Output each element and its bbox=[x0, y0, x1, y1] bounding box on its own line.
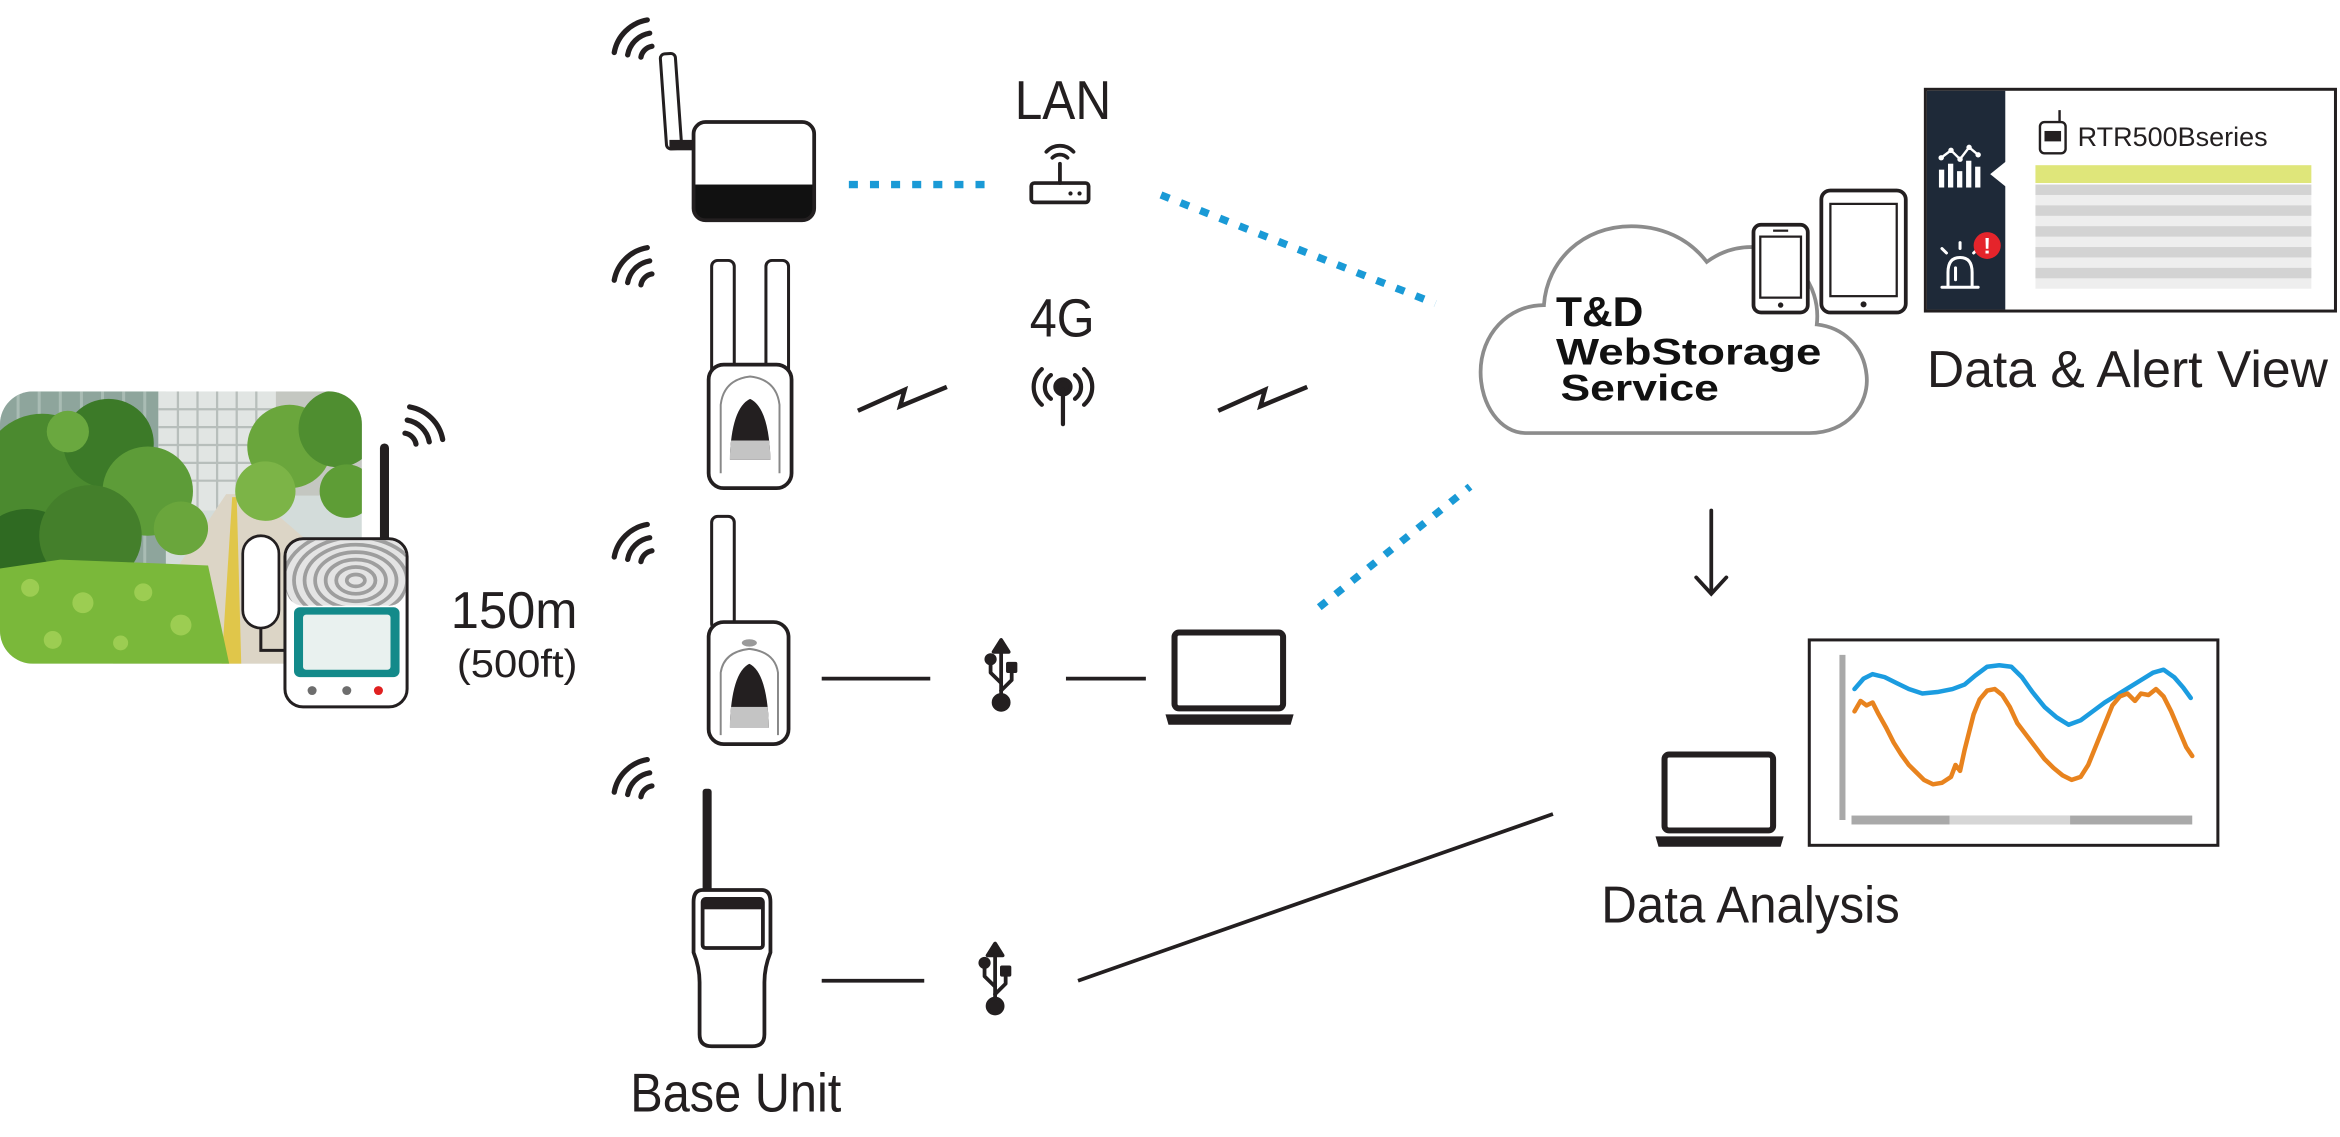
usb-icon bbox=[978, 941, 1012, 1016]
cellular-link-right bbox=[1217, 384, 1309, 413]
handheld-screen-band bbox=[702, 898, 763, 910]
lan-unit-antenna bbox=[658, 51, 684, 151]
cloud-title-line-1: T&D bbox=[1556, 288, 1643, 335]
app-device-name: RTR500Bseries bbox=[2078, 122, 2268, 152]
alert-badge bbox=[1973, 232, 2001, 259]
logger-button-right bbox=[373, 686, 383, 695]
tablet-home-button bbox=[1860, 301, 1867, 308]
laptop-screen bbox=[1171, 629, 1287, 712]
logger-button-center bbox=[342, 686, 352, 695]
smartphone-home-button bbox=[1777, 302, 1784, 308]
usb-unit-led bbox=[741, 639, 757, 647]
logger-fingerprint-pattern bbox=[286, 540, 406, 606]
tablet-screen bbox=[1829, 202, 1898, 298]
lan-unit-base bbox=[693, 184, 815, 221]
app-highlight-row bbox=[2035, 165, 2312, 184]
logger-probe-cable bbox=[259, 625, 288, 652]
analysis-graph-series-orange bbox=[1852, 686, 2195, 787]
base-unit-usb bbox=[706, 514, 791, 746]
photo-tactile-strip bbox=[221, 497, 242, 664]
app-list-row bbox=[2035, 267, 2312, 279]
analysis-laptop-base bbox=[1655, 836, 1784, 847]
app-list-row bbox=[2035, 184, 2312, 195]
app-list-row bbox=[2035, 226, 2312, 237]
logger-button-left bbox=[307, 686, 317, 695]
router-led bbox=[1068, 191, 1073, 196]
logger-antenna bbox=[379, 443, 389, 551]
router-icon bbox=[1029, 143, 1091, 205]
lan-unit-antenna-joint bbox=[669, 139, 697, 151]
4g-unit-antenna-left bbox=[710, 258, 736, 381]
4g-unit-antenna-right bbox=[764, 258, 791, 381]
lan-unit-outline bbox=[691, 120, 817, 223]
app-view-caption: Data & Alert View bbox=[1927, 341, 2328, 399]
photo-hedge-highlights bbox=[21, 578, 192, 651]
wifi-icon bbox=[611, 245, 655, 288]
usb-unit-cover-outline bbox=[719, 647, 779, 736]
app-sidebar bbox=[1926, 90, 2006, 310]
app-view-panel: ! RTR500Bseries bbox=[1923, 87, 2337, 313]
smartphone-body bbox=[1751, 222, 1810, 315]
tablet-body bbox=[1819, 188, 1908, 315]
app-sidebar-selection-pointer bbox=[1990, 160, 2007, 188]
photo-right-trees bbox=[235, 391, 362, 521]
base-unit-handheld bbox=[691, 788, 773, 1049]
laptop-icon bbox=[1165, 629, 1294, 725]
4g-unit-cover-outline bbox=[719, 375, 781, 474]
photo-hedge bbox=[0, 559, 230, 664]
wifi-icon bbox=[611, 756, 655, 800]
lan-unit-body bbox=[693, 122, 815, 221]
handheld-antenna bbox=[702, 788, 712, 896]
cloud-title-line-2: WebStorage bbox=[1556, 331, 1821, 373]
analysis-laptop-screen bbox=[1661, 751, 1777, 834]
base-unit-label: Base Unit bbox=[630, 1062, 841, 1124]
down-arrow-icon bbox=[1694, 508, 1729, 597]
analysis-graph-x-axis-range bbox=[1949, 815, 2071, 825]
cellular-link-left bbox=[856, 384, 948, 413]
router-led bbox=[1077, 191, 1082, 196]
wireless-data-logger bbox=[241, 443, 409, 709]
logger-wifi-icon bbox=[402, 404, 446, 447]
cloud-title-line-3: Service bbox=[1561, 367, 1719, 409]
wifi-icon bbox=[611, 521, 655, 565]
usb-unit-antenna bbox=[710, 514, 736, 632]
logger-screen bbox=[303, 614, 391, 670]
logger-icon bbox=[2038, 110, 2067, 155]
laptop-base bbox=[1165, 714, 1294, 725]
4g-label: 4G bbox=[1030, 289, 1095, 349]
range-meters: 150m bbox=[451, 582, 578, 640]
base-unit-lan bbox=[658, 51, 817, 223]
laptop-icon bbox=[1655, 751, 1784, 847]
graph-icon bbox=[1938, 144, 1981, 188]
app-list-rows bbox=[2035, 184, 2312, 279]
analysis-graph bbox=[1807, 638, 2220, 847]
app-list-row bbox=[2035, 205, 2312, 216]
lan-label: LAN bbox=[1015, 69, 1111, 131]
range-feet: (500ft) bbox=[457, 643, 578, 686]
base-unit-4g bbox=[706, 258, 794, 490]
analysis-caption: Data Analysis bbox=[1601, 877, 1900, 935]
alert-badge-mark: ! bbox=[1983, 234, 1991, 259]
smartphone-icon bbox=[1751, 222, 1810, 315]
cell-antenna-icon bbox=[1031, 366, 1095, 427]
analysis-graph-series-blue bbox=[1852, 663, 2193, 727]
tablet-icon bbox=[1819, 188, 1908, 315]
logger-probe bbox=[241, 534, 281, 630]
handheld-to-analysis-link bbox=[1077, 812, 1554, 983]
lan-to-cloud-dotted-link bbox=[1159, 191, 1437, 308]
smartphone-screen bbox=[1759, 235, 1803, 299]
base-unit-wifi-icons bbox=[611, 17, 655, 800]
usb-icon bbox=[984, 638, 1018, 712]
wifi-icon bbox=[611, 17, 655, 60]
app-list-row bbox=[2035, 247, 2312, 258]
pc-to-cloud-dotted-link bbox=[1316, 483, 1473, 611]
